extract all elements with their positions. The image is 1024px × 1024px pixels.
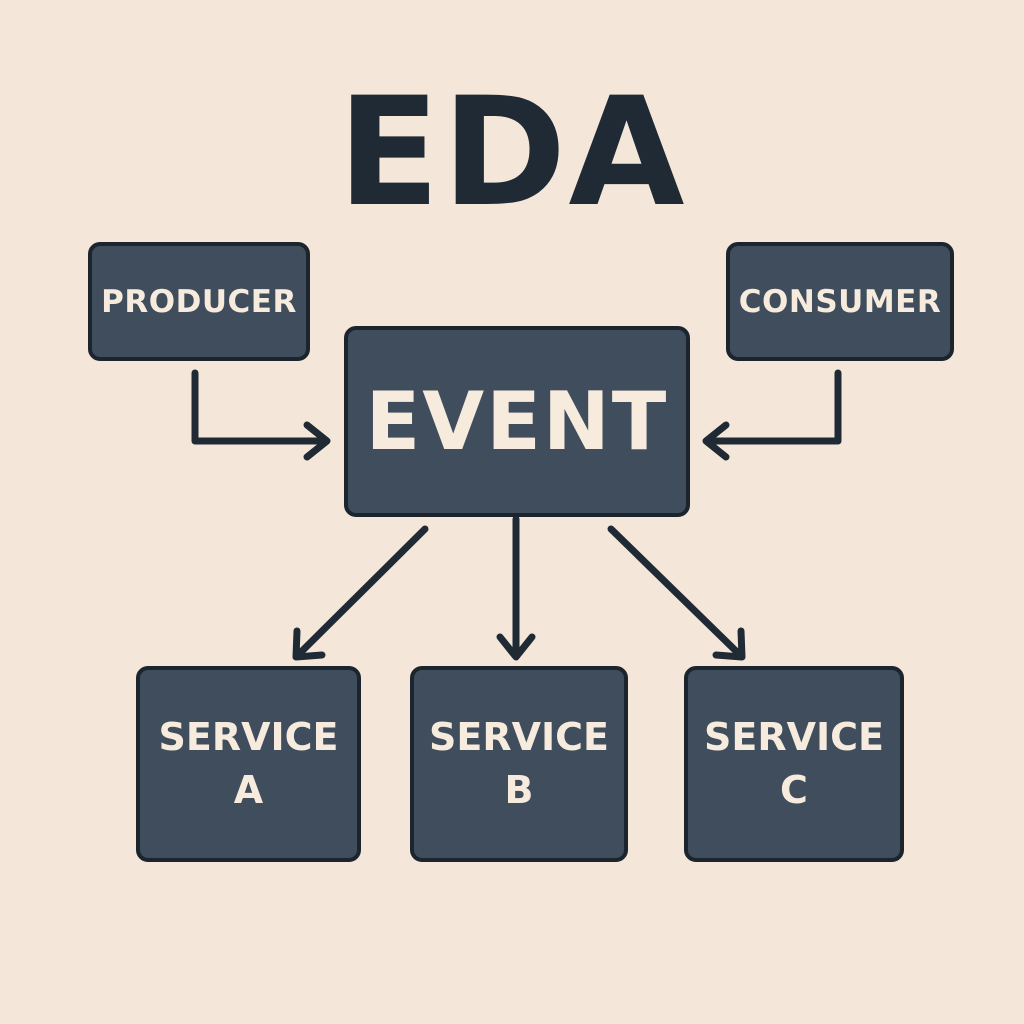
arrow-consumer-to-event — [702, 369, 842, 461]
producer-box: PRODUCER — [88, 242, 310, 361]
consumer-box: CONSUMER — [726, 242, 954, 361]
event-label: EVENT — [365, 375, 669, 468]
service-b-label-line1: SERVICE — [429, 714, 609, 759]
diagram-title: EDA — [337, 66, 687, 240]
service-c-label-line1: SERVICE — [704, 714, 884, 759]
producer-label: PRODUCER — [101, 283, 297, 320]
event-box: EVENT — [344, 326, 690, 517]
service-c-box: SERVICE C — [684, 666, 904, 862]
arrow-event-to-service-a — [292, 525, 429, 661]
service-b-label-line2: B — [504, 768, 534, 812]
service-a-box: SERVICE A — [136, 666, 361, 862]
service-a-label-line2: A — [233, 768, 264, 812]
service-a-label-line1: SERVICE — [158, 714, 339, 759]
arrow-event-to-service-c — [607, 525, 746, 661]
service-b-box: SERVICE B — [410, 666, 628, 862]
arrow-producer-to-event — [191, 369, 331, 461]
arrow-event-to-service-b — [496, 515, 536, 661]
service-c-label-line2: C — [780, 768, 808, 812]
consumer-label: CONSUMER — [738, 283, 942, 320]
